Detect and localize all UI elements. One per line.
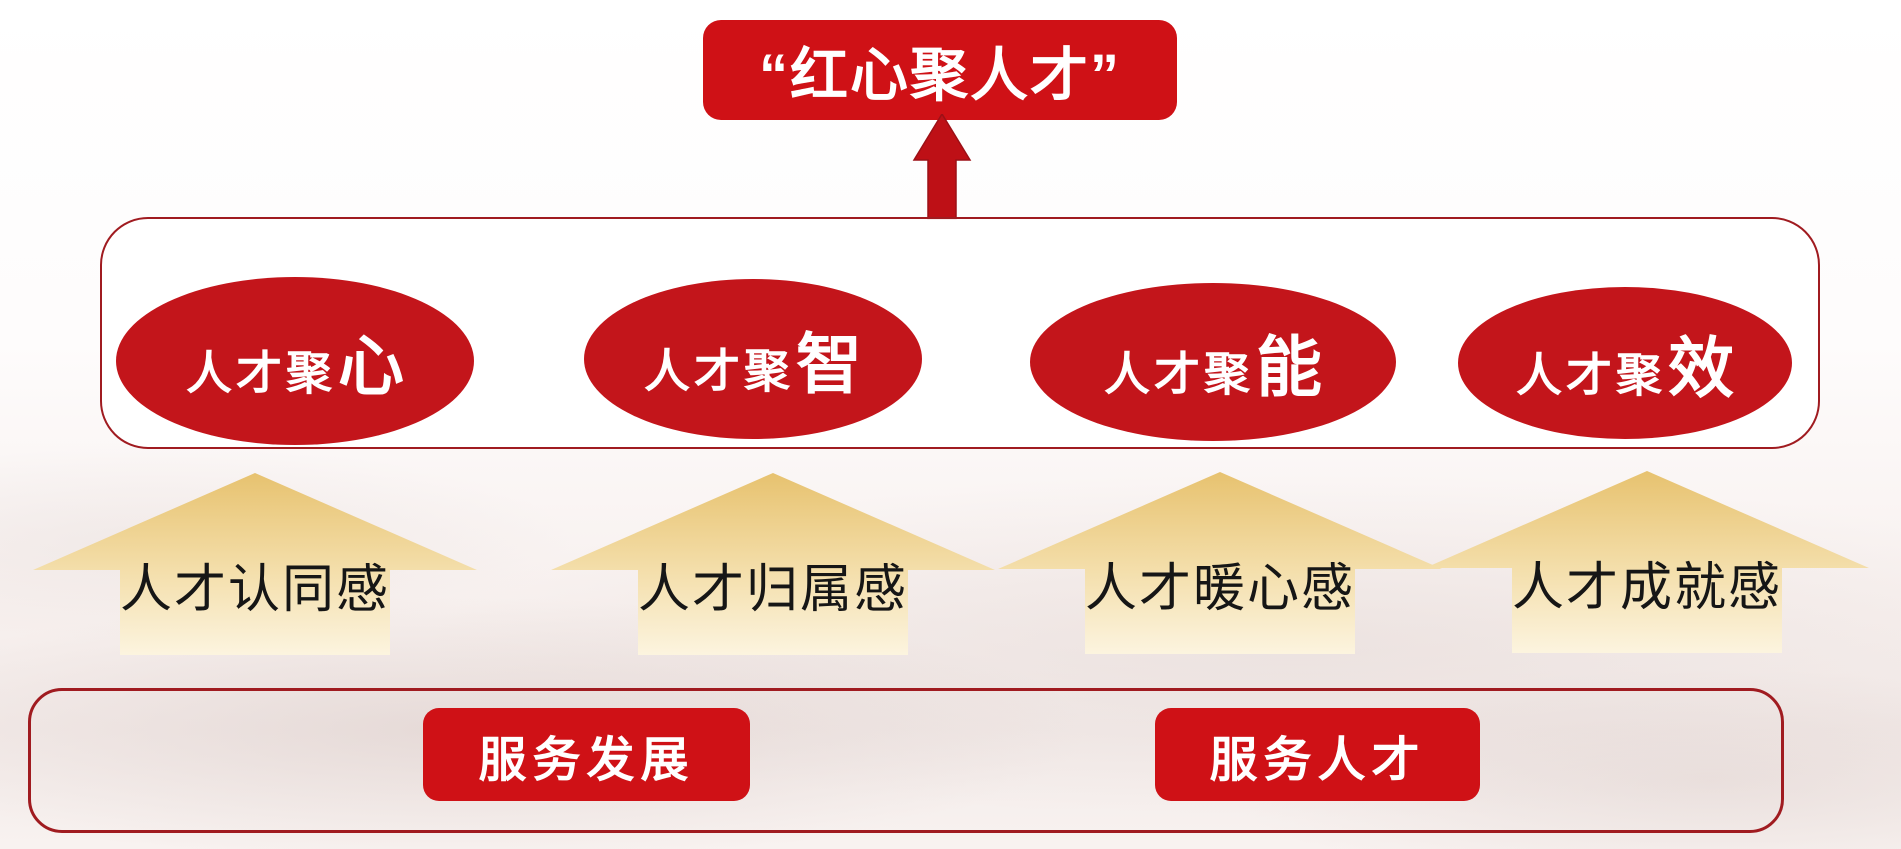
title-text: “红心聚人才” <box>758 43 1121 108</box>
ellipse-label: 人才聚智 <box>644 327 862 401</box>
feeling-label: 人才暖心感 <box>1084 560 1355 618</box>
ellipse-label: 人才聚效 <box>1516 331 1734 405</box>
service-label: 服务人才 <box>1209 733 1426 787</box>
feeling-label: 人才认同感 <box>119 561 390 619</box>
ellipse-talent-wisdom: 人才聚智 <box>584 279 922 439</box>
lift-arrow-identity: 人才认同感 <box>33 473 477 655</box>
lift-arrow-warmth: 人才暖心感 <box>998 472 1442 654</box>
lift-arrow-belonging: 人才归属感 <box>551 473 995 655</box>
service-label: 服务发展 <box>478 733 695 787</box>
ellipse-talent-effect: 人才聚效 <box>1458 287 1792 439</box>
service-box-talent: 服务人才 <box>1155 708 1480 801</box>
gold-up-arrow-icon <box>998 472 1442 654</box>
strategy-panel: 人才聚心 人才聚智 人才聚能 人才聚效 <box>100 217 1820 449</box>
lift-arrow-achievement: 人才成就感 <box>1425 471 1869 653</box>
gold-up-arrow-icon <box>551 473 995 655</box>
ellipse-label: 人才聚能 <box>1104 330 1322 404</box>
service-box-development: 服务发展 <box>423 708 750 801</box>
gold-up-arrow-icon <box>1425 471 1869 653</box>
service-panel: 服务发展 服务人才 <box>28 688 1784 833</box>
ellipse-talent-heart: 人才聚心 <box>116 277 474 445</box>
up-arrow-icon <box>912 114 972 220</box>
ellipse-label: 人才聚心 <box>186 329 404 403</box>
title-box: “红心聚人才” <box>703 20 1177 120</box>
gold-up-arrow-icon <box>33 473 477 655</box>
feeling-label: 人才成就感 <box>1511 559 1782 617</box>
ellipse-talent-energy: 人才聚能 <box>1030 283 1396 441</box>
feeling-label: 人才归属感 <box>637 561 908 619</box>
